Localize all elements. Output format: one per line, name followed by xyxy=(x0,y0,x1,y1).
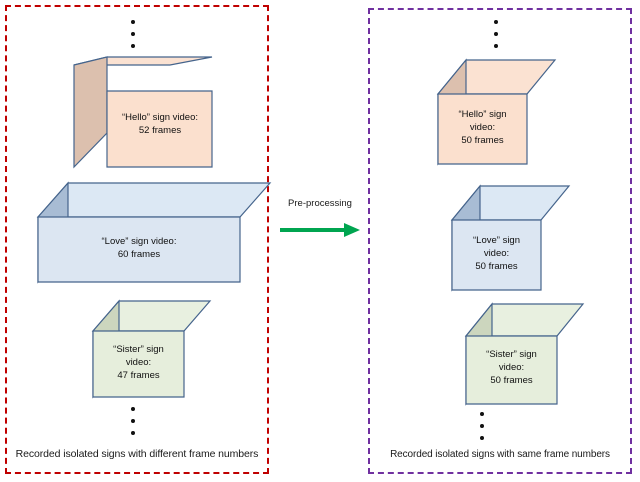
right-top-ellipsis xyxy=(494,20,498,48)
box-front-face xyxy=(106,90,213,168)
left-panel-caption: Recorded isolated signs with different f… xyxy=(15,448,259,460)
ellipsis-dot xyxy=(480,436,484,440)
ellipsis-dot xyxy=(494,32,498,36)
box-front-face xyxy=(451,219,542,291)
box-sister-right: “Sister” sign video: 50 frames xyxy=(460,298,585,408)
box-love-left: “Love” sign video: 60 frames xyxy=(31,173,272,284)
left-bottom-ellipsis xyxy=(131,407,135,435)
box-love-right: “Love” sign video: 50 frames xyxy=(446,180,571,294)
ellipsis-dot xyxy=(494,44,498,48)
box-front-face xyxy=(437,93,528,165)
right-panel-caption: Recorded isolated signs with same frame … xyxy=(390,449,610,460)
box-side-face xyxy=(73,56,108,169)
ellipsis-dot xyxy=(131,431,135,435)
left-top-ellipsis xyxy=(131,20,135,48)
right-bottom-ellipsis xyxy=(480,412,484,440)
right-panel: “Hello” sign video: 50 frames “Love” sig… xyxy=(368,8,632,474)
ellipsis-dot xyxy=(480,424,484,428)
ellipsis-dot xyxy=(131,44,135,48)
ellipsis-dot xyxy=(494,20,498,24)
box-hello-left: “Hello” sign video: 52 frames xyxy=(65,55,213,173)
ellipsis-dot xyxy=(131,419,135,423)
box-hello-right: “Hello” sign video: 50 frames xyxy=(432,54,557,168)
ellipsis-dot xyxy=(131,407,135,411)
arrow-head xyxy=(344,223,360,237)
ellipsis-dot xyxy=(131,20,135,24)
box-front-face xyxy=(92,330,185,398)
preprocessing-label: Pre-processing xyxy=(288,198,352,209)
preprocessing-arrow xyxy=(280,222,362,238)
box-top-face xyxy=(36,182,272,218)
ellipsis-dot xyxy=(480,412,484,416)
left-panel: “Hello” sign video: 52 frames “Love” sig… xyxy=(5,5,272,474)
ellipsis-dot xyxy=(131,32,135,36)
box-front-face xyxy=(465,335,558,405)
box-sister-left: “Sister” sign video: 47 frames xyxy=(87,295,212,401)
box-front-face xyxy=(37,216,241,283)
